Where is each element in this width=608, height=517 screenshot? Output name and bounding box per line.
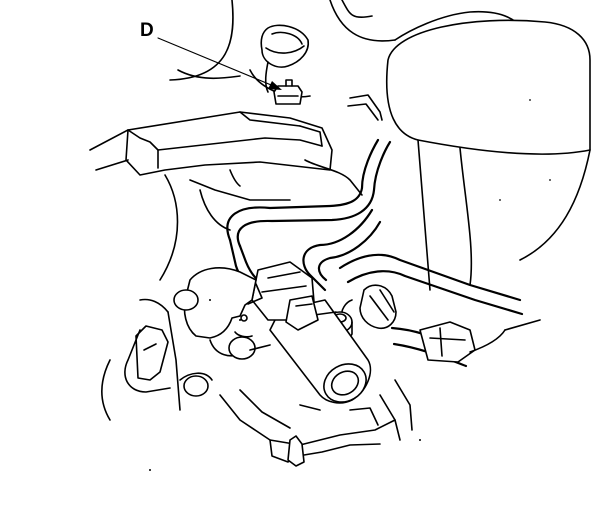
channel-beam xyxy=(89,111,333,176)
right-hose-clamp xyxy=(340,284,397,330)
callout-d-leader xyxy=(157,37,282,90)
right-hose-loop xyxy=(302,208,524,316)
valve-connector xyxy=(243,261,319,331)
bracket-plate xyxy=(347,94,383,121)
lower-frame xyxy=(219,379,413,467)
hose-clamp-d xyxy=(260,24,310,105)
callout-label-d: D xyxy=(140,20,154,41)
canister xyxy=(386,19,591,291)
lower-engine-block xyxy=(100,267,271,421)
detail-dots xyxy=(149,299,421,471)
lower-right-hose xyxy=(390,319,541,368)
